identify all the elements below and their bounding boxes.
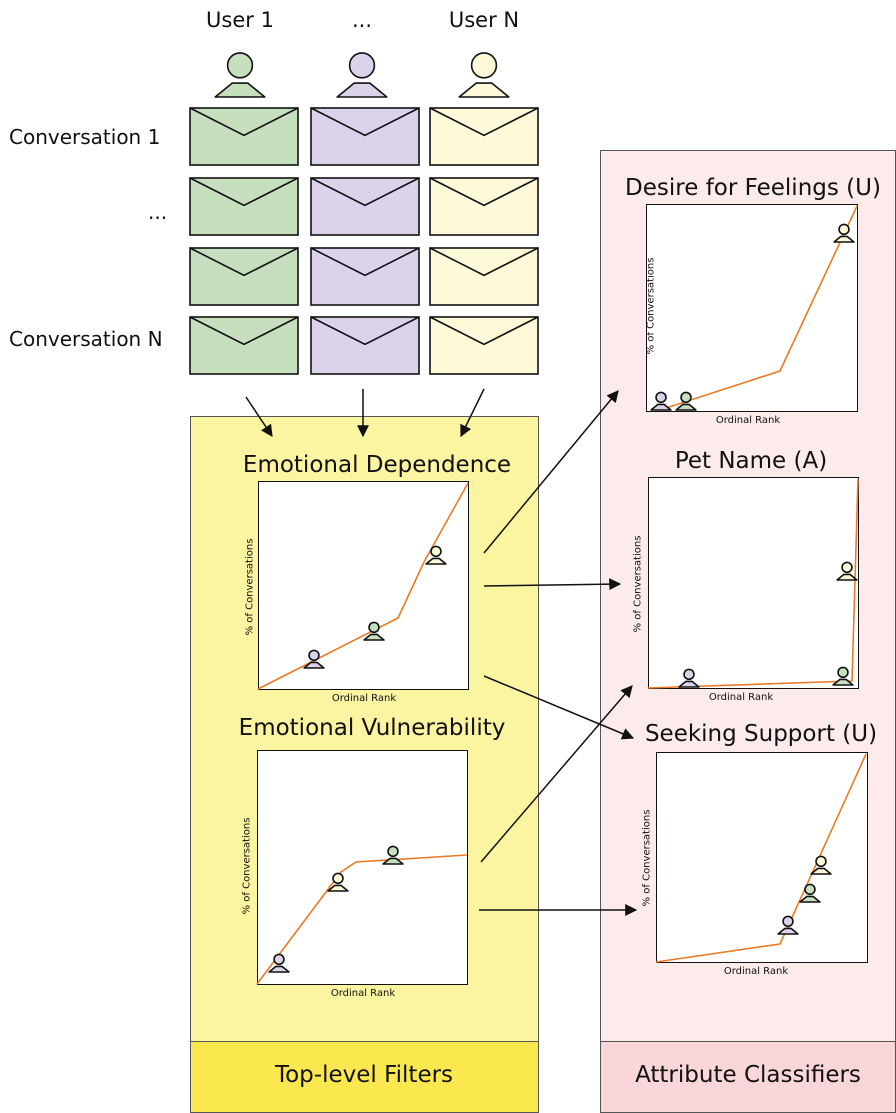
conversation-ellipsis-label: ...	[148, 200, 168, 224]
xlabel-seeking-support: Ordinal Rank	[723, 966, 789, 977]
arrow	[483, 390, 619, 554]
top-filters-footer	[190, 1041, 539, 1113]
user-avatar-icon	[458, 52, 510, 98]
chart-desire-for-feelings	[646, 204, 858, 412]
envelope-icon	[429, 177, 539, 236]
chart-pet-name	[648, 477, 859, 689]
arrow	[483, 675, 635, 740]
user-marker-icon	[327, 872, 349, 892]
user-marker-icon	[363, 621, 385, 641]
ylabel-emotional-dependence: % of Conversations	[244, 538, 256, 636]
conversation-n-label: Conversation N	[9, 327, 163, 351]
attribute-classifiers-footer	[600, 1041, 896, 1113]
curve-desire-for-feelings	[659, 205, 858, 411]
arrow	[460, 388, 485, 438]
envelope-icon	[429, 107, 539, 166]
curve-seeking-support	[655, 753, 867, 963]
user-1-label: User 1	[206, 8, 274, 32]
user-marker-icon	[833, 223, 855, 243]
ylabel-emotional-vulnerability: % of Conversations	[241, 817, 253, 915]
user-middle-label: ...	[351, 8, 373, 32]
arrow	[480, 685, 633, 863]
ylabel-pet-name: % of Conversations	[632, 535, 644, 633]
user-marker-icon	[268, 953, 290, 973]
curve-emotional-vulnerability	[256, 854, 468, 985]
envelope-icon	[429, 247, 539, 306]
conversation-1-label: Conversation 1	[9, 125, 161, 149]
user-marker-icon	[425, 545, 447, 565]
xlabel-emotional-dependence: Ordinal Rank	[331, 693, 397, 704]
user-avatar-icon	[336, 52, 388, 98]
user-marker-icon	[810, 855, 832, 875]
envelope-icon	[189, 107, 299, 166]
chart-title-desire-for-feelings: Desire for Feelings (U)	[625, 175, 881, 201]
user-marker-icon	[675, 391, 697, 411]
chart-title-emotional-dependence: Emotional Dependence	[242, 452, 512, 478]
user-n-label: User N	[448, 8, 520, 32]
envelope-icon	[189, 177, 299, 236]
envelope-icon	[189, 247, 299, 306]
user-marker-icon	[799, 883, 821, 903]
user-marker-icon	[650, 391, 672, 411]
chart-seeking-support	[656, 752, 868, 963]
xlabel-pet-name: Ordinal Rank	[708, 692, 774, 703]
chart-emotional-vulnerability	[257, 750, 468, 985]
user-marker-icon	[832, 666, 854, 686]
ylabel-desire-for-feelings: % of Conversations	[645, 257, 657, 355]
curve-emotional-dependence	[257, 482, 469, 690]
chart-title-emotional-vulnerability: Emotional Vulnerability	[238, 715, 506, 741]
curve-pet-name	[647, 478, 859, 689]
xlabel-emotional-vulnerability: Ordinal Rank	[330, 988, 396, 999]
user-marker-icon	[777, 915, 799, 935]
envelope-icon	[310, 177, 420, 236]
chart-title-pet-name: Pet Name (A)	[674, 448, 828, 474]
attribute-classifiers-footer-label: Attribute Classifiers	[635, 1062, 861, 1088]
xlabel-desire-for-feelings: Ordinal Rank	[715, 415, 781, 426]
arrow	[483, 578, 622, 591]
user-marker-icon	[382, 845, 404, 865]
chart-emotional-dependence	[258, 481, 469, 690]
user-marker-icon	[836, 561, 858, 581]
arrow	[245, 396, 273, 437]
envelope-icon	[310, 107, 420, 166]
envelope-icon	[189, 316, 299, 375]
chart-title-seeking-support: Seeking Support (U)	[644, 721, 878, 747]
user-avatar-icon	[214, 52, 266, 98]
envelope-icon	[310, 247, 420, 306]
user-marker-icon	[678, 668, 700, 688]
user-marker-icon	[303, 649, 325, 669]
envelope-icon	[429, 316, 539, 375]
top-filters-footer-label: Top-level Filters	[274, 1062, 454, 1088]
envelope-icon	[310, 316, 420, 375]
ylabel-seeking-support: % of Conversations	[641, 809, 653, 907]
